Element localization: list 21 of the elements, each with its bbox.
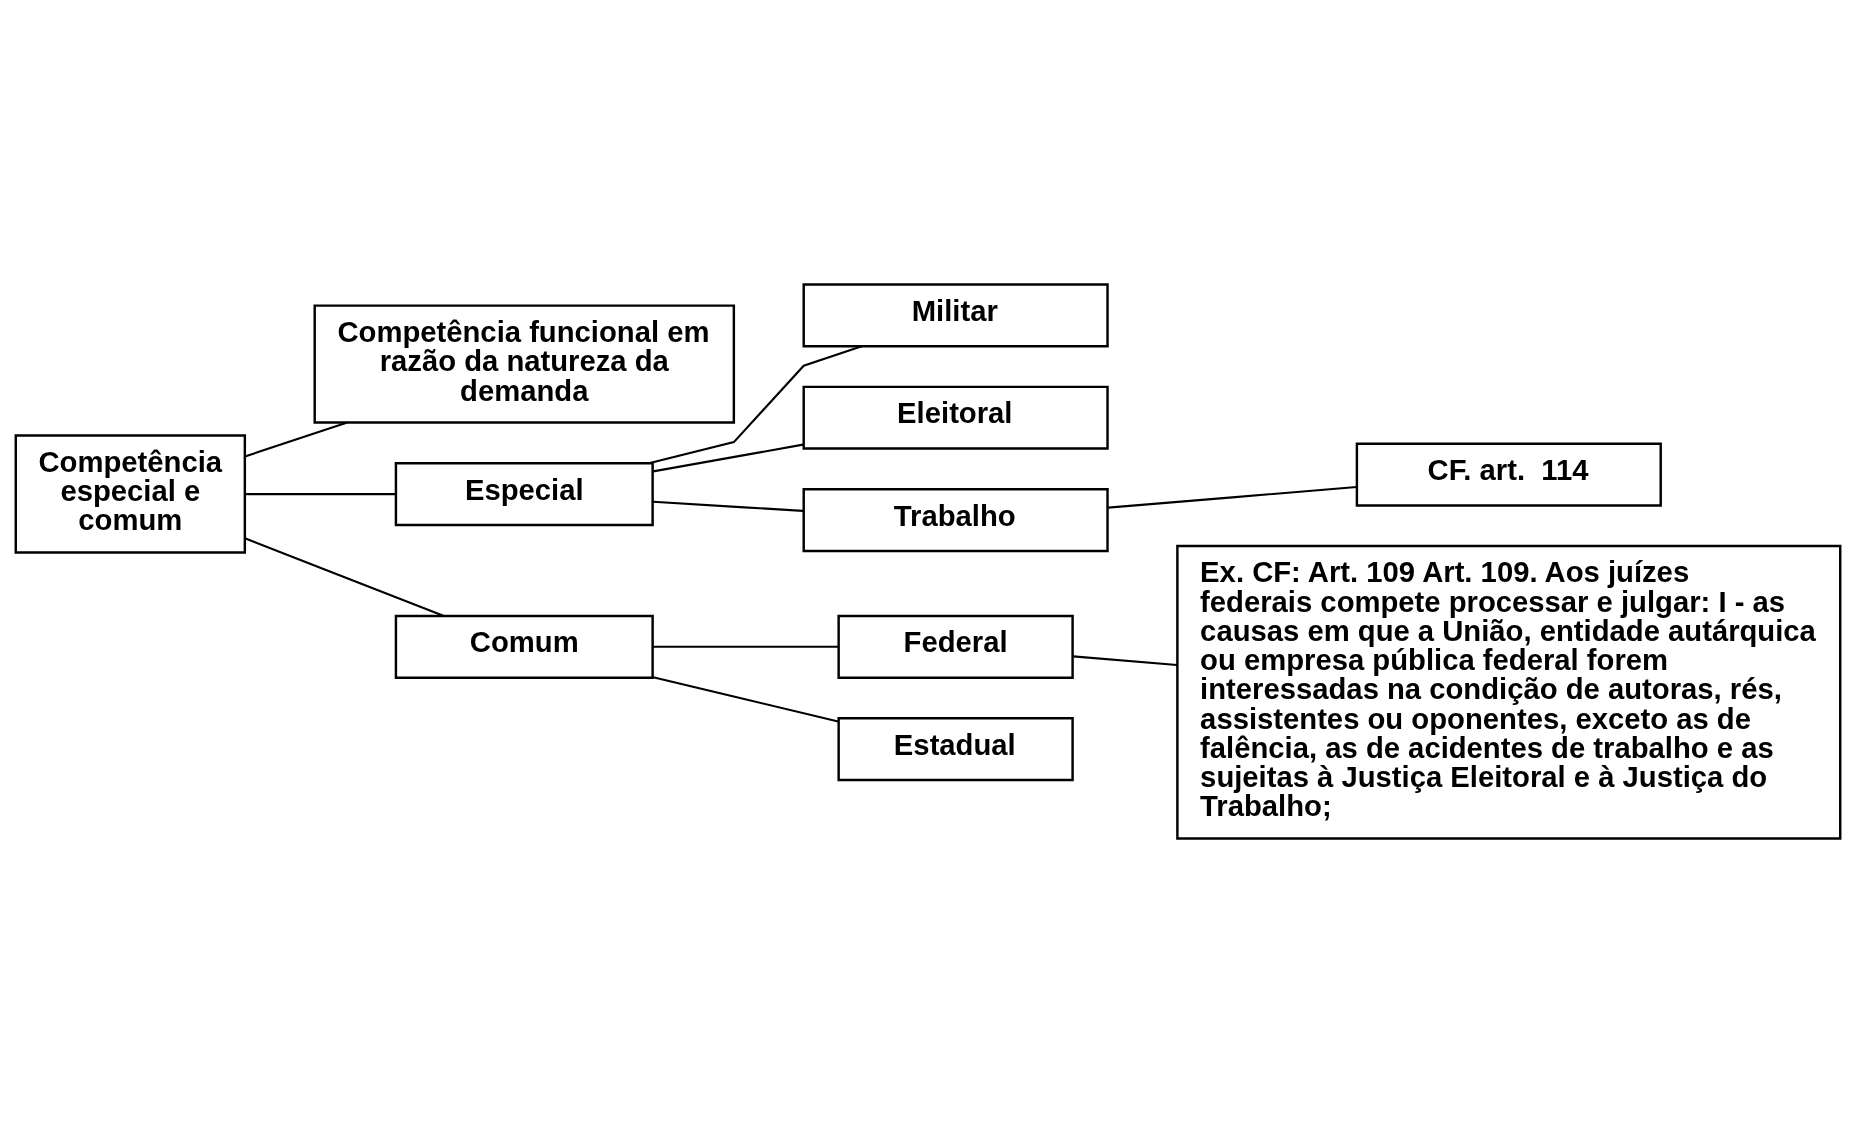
node-box: Trabalho [802, 487, 1109, 552]
connector [653, 500, 804, 512]
node-box: Ex. CF: Art. 109 Art. 109. Aos juízes federais compete processar e julgar: I - as causas em que a União, entidade autárquica ou empresa pública federal forem interessadas na condição de autoras, rés, assistentes ou oponentes, exceto as de falência, as de acidentes de trabalho e as sujeitas à Justiça Eleitoral e à Justiça do Trabalho; [1176, 544, 1842, 840]
connector [653, 645, 839, 648]
connector [1073, 654, 1178, 666]
node-box: Especial [394, 461, 654, 526]
node-box: Comum [394, 614, 654, 679]
node-box: Competência funcional em razão da natureza da demanda [313, 303, 736, 424]
connector [653, 443, 804, 472]
connector [649, 344, 863, 464]
connector [244, 536, 444, 617]
node-box: Estadual [837, 716, 1074, 781]
connector [652, 675, 839, 722]
node-box: Eleitoral [802, 385, 1109, 450]
connector [244, 492, 396, 495]
node-box: Militar [802, 282, 1109, 347]
node-box: Federal [837, 614, 1074, 679]
connector [1108, 485, 1357, 509]
node-box: Competência especial e comum [14, 433, 247, 554]
connector [244, 421, 347, 457]
node-box: CF. art. 114 [1355, 442, 1662, 507]
